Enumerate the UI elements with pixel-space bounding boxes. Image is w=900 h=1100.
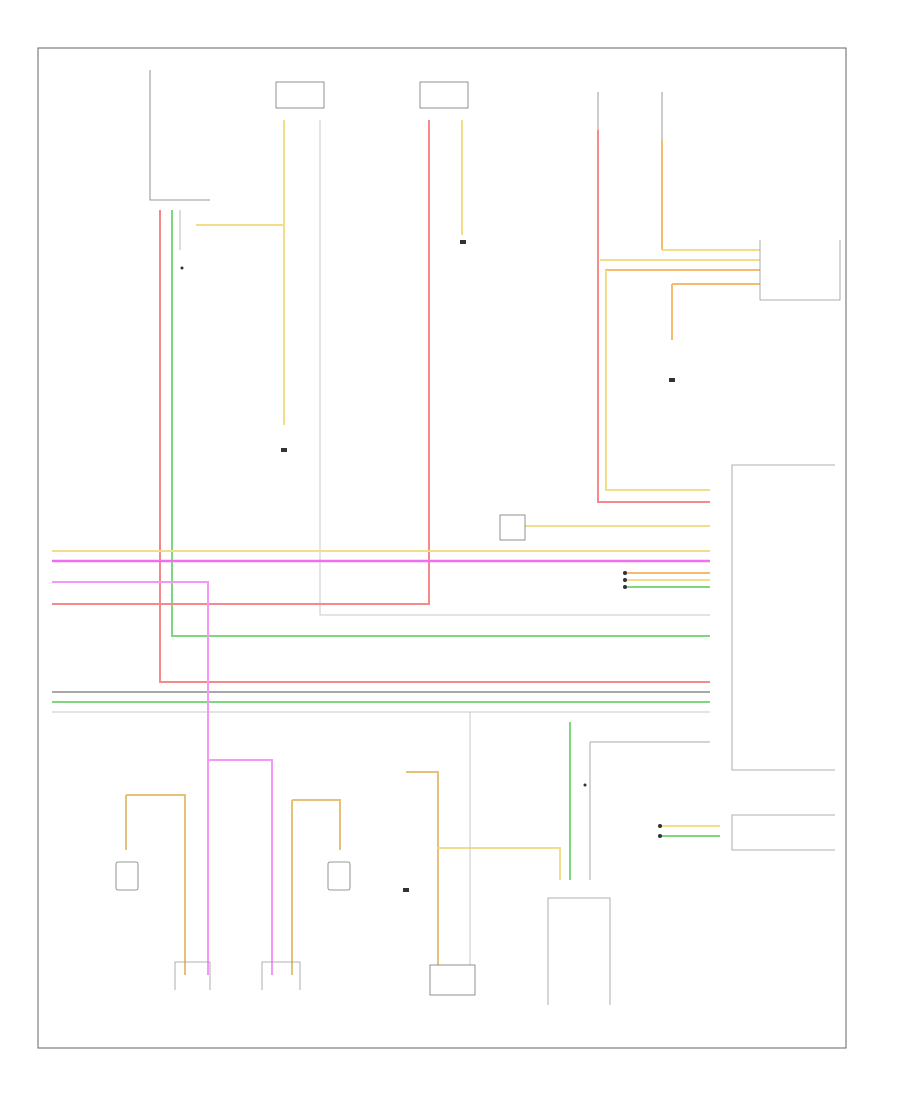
door-lock-actuator [419,81,469,109]
sensors-module [731,814,835,851]
seat-switch-left [174,961,211,990]
wire-yellow-to-mod [605,270,710,491]
wire-orange-motor-l [125,794,186,975]
wires [52,120,760,975]
seat-switch-right [261,961,301,990]
security-light-switch [759,240,841,301]
wire-orange-sw4 [671,283,760,340]
wire-red-sw [597,130,710,503]
wire-orange-rear [406,771,439,965]
connector-dots [180,266,662,838]
wire-green-left [171,210,710,637]
wire-orange-motor-r [291,799,341,975]
left-front-switches [597,92,663,140]
wire-red-lock [52,120,430,605]
front-door-actuator [275,81,325,109]
heater-module [547,897,611,1005]
wire-gray-act [319,120,710,616]
door-ajar-switch [149,70,210,201]
wire-red-left [159,210,710,683]
sensor-box [499,514,526,541]
front-seat-module [731,464,835,771]
wire-pink-seat [52,581,273,975]
left-rear-actuator [429,964,476,996]
diagram-frame [37,47,847,1049]
motor-icon [115,861,351,891]
ground-symbol-icon [281,240,675,892]
wire-tan-rear [438,847,561,880]
